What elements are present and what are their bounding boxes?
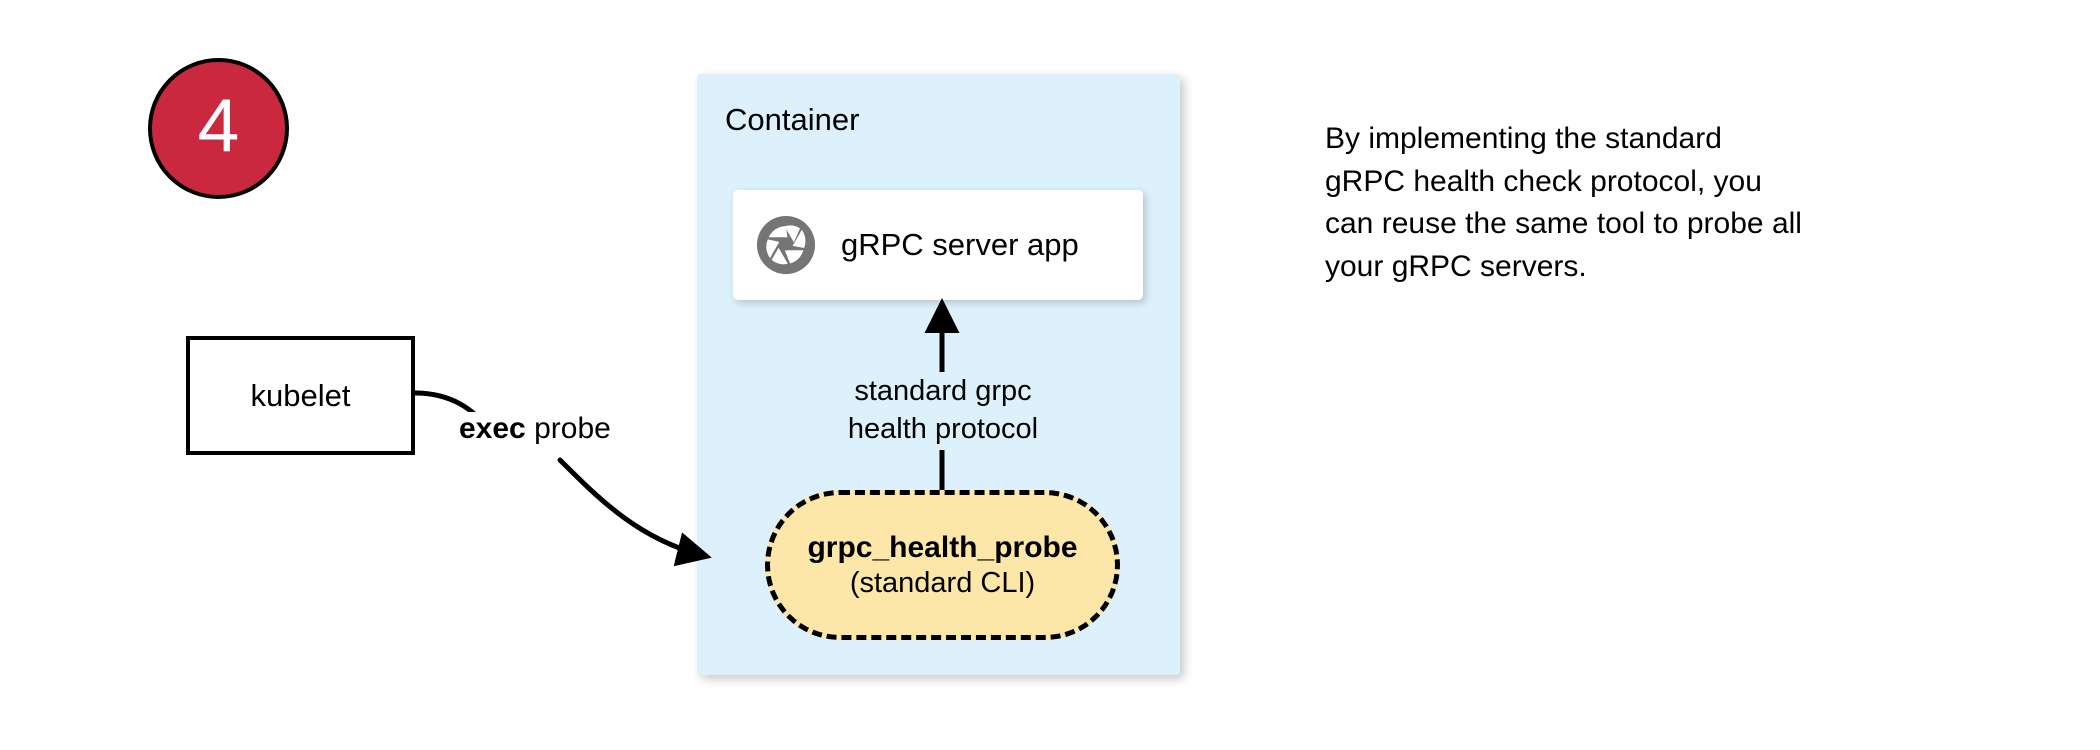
kubelet-label: kubelet: [250, 377, 351, 413]
kubelet-node: kubelet: [186, 336, 415, 455]
grpc-server-app-label: gRPC server app: [841, 227, 1079, 262]
step-number-label: 4: [197, 83, 240, 167]
grpc-health-probe-node: grpc_health_probe (standard CLI): [765, 490, 1120, 640]
grpc-health-probe-subtitle: (standard CLI): [849, 566, 1036, 599]
grpc-server-app-node: gRPC server app: [733, 190, 1143, 300]
annotation-text: By implementing the standard gRPC health…: [1325, 122, 1802, 283]
exec-probe-label-rest: probe: [525, 412, 611, 445]
grpc-aperture-icon: [756, 215, 816, 275]
exec-probe-label-bold: exec: [459, 412, 526, 445]
health-protocol-edge-label: standard grpc health protocol: [847, 375, 1039, 446]
step-number-badge: 4: [148, 58, 289, 199]
container-title: Container: [725, 102, 860, 137]
grpc-health-probe-title: grpc_health_probe: [807, 531, 1078, 565]
exec-probe-edge-label: exec probe: [455, 412, 615, 446]
